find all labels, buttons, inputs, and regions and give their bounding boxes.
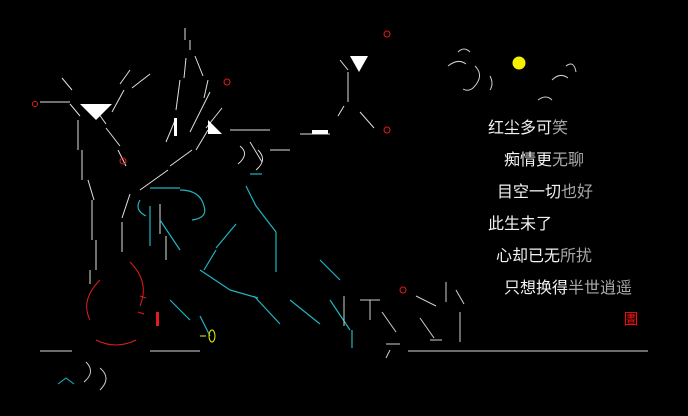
poem-line-5: 心却已无所扰	[496, 246, 592, 266]
poem-line-6-dim: 半世逍遥	[568, 278, 633, 297]
poem-line-6: 只想换得半世逍遥	[504, 278, 632, 298]
poem-line-3: 目空一切也好	[497, 182, 593, 202]
poem-line-5-bright: 心却已无	[496, 246, 561, 265]
poem-line-1-dim: 笑	[552, 118, 569, 137]
poem-line-2-bright: 痴情更	[504, 150, 553, 169]
poem-line-4: 此生未了	[488, 214, 552, 234]
poem-line-3-bright: 目空一切	[497, 182, 562, 201]
poem-line-3-dim: 也好	[561, 182, 594, 201]
lantern	[200, 329, 216, 343]
poem-line-5-dim: 所扰	[560, 246, 593, 265]
rocks	[343, 282, 465, 359]
poem-line-1: 红尘多可笑	[488, 118, 568, 138]
tree	[40, 28, 375, 284]
seal-stamp-icon: 圕	[623, 310, 639, 328]
moon-icon	[512, 56, 526, 70]
poem-line-2: 痴情更无聊	[504, 150, 584, 170]
poem-line-1-bright: 红尘多可	[488, 118, 553, 137]
poem-line-6-bright: 只想换得	[504, 278, 569, 297]
poem-line-4-bright: 此生未了	[488, 214, 553, 233]
red-bar	[156, 312, 159, 326]
ripples	[57, 361, 107, 391]
poem-line-2-dim: 无聊	[552, 150, 585, 169]
seated-figure	[137, 173, 353, 348]
clouds	[447, 48, 577, 101]
tree-white-marks	[80, 56, 368, 136]
red-details	[32, 30, 407, 346]
